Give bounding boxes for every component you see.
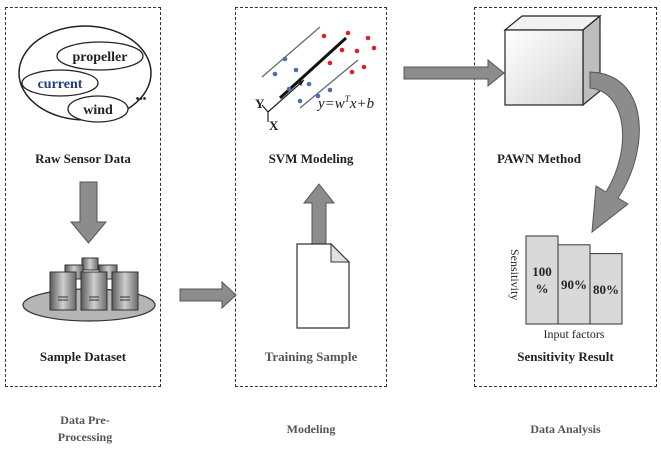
red-class-points: [321, 30, 377, 75]
server-stack-icon: [22, 257, 156, 322]
axis-y-label: Y: [255, 96, 265, 111]
bar-3-label: 80%: [593, 282, 619, 297]
sample-dataset-label: Sample Dataset: [39, 349, 127, 364]
up-arrow: [302, 183, 336, 251]
footer-preprocessing-line1: Data Pre-: [60, 413, 110, 427]
svm-modeling-label: SVM Modeling: [268, 151, 354, 166]
x-axis-label: Input factors: [544, 327, 605, 341]
bar-1-label-line1: 100: [532, 264, 552, 279]
sensitivity-chart: 100 % 90% 80% Sensitivity Input factors: [508, 235, 623, 341]
ellipsis-text: •••: [136, 94, 147, 105]
document-icon: [296, 242, 351, 329]
sensitivity-bar-1: [525, 235, 559, 325]
sensitivity-bar-2: [557, 244, 591, 325]
modeling-panel: [235, 7, 387, 387]
right-arrow-to-pawn: [403, 58, 505, 88]
current-text: current: [38, 77, 83, 92]
footer-preprocessing: Data Pre- Processing: [40, 412, 130, 446]
footer-modeling: Modeling: [286, 422, 336, 436]
y-axis-label: Sensitivity: [508, 249, 522, 300]
pawn-box-icon: [503, 14, 602, 107]
preprocessing-panel: [5, 7, 161, 387]
footer-preprocessing-line2: Processing: [57, 430, 113, 444]
wind-text: wind: [83, 103, 113, 118]
raw-sensor-data-label: Raw Sensor Data: [35, 151, 131, 166]
sensitivity-result-label: Sensitivity Result: [517, 349, 614, 364]
axis-x-label: X: [269, 118, 279, 133]
analysis-panel: [474, 7, 657, 387]
training-sample-label: Training Sample: [264, 349, 358, 364]
current-bubble: [21, 69, 99, 97]
wind-bubble: [67, 95, 129, 123]
svm-equation: y=wTx+b: [316, 94, 375, 112]
blue-class-points: [272, 56, 333, 104]
svm-plot: Y X y=wTx+b: [255, 26, 377, 133]
pawn-method-label: PAWN Method: [497, 151, 581, 166]
right-arrow-to-modeling: [179, 280, 237, 310]
sensor-bubbles: propeller current wind •••: [18, 25, 152, 123]
bar-2-label: 90%: [561, 277, 587, 292]
sensitivity-bars: [525, 235, 623, 325]
down-arrow: [69, 181, 108, 244]
sensitivity-bar-3: [589, 253, 623, 325]
propeller-text: propeller: [73, 50, 128, 65]
curved-arrow: [589, 71, 640, 234]
footer-analysis: Data Analysis: [530, 422, 601, 436]
bar-1-label-line2: %: [536, 281, 549, 296]
propeller-bubble: [56, 41, 144, 71]
